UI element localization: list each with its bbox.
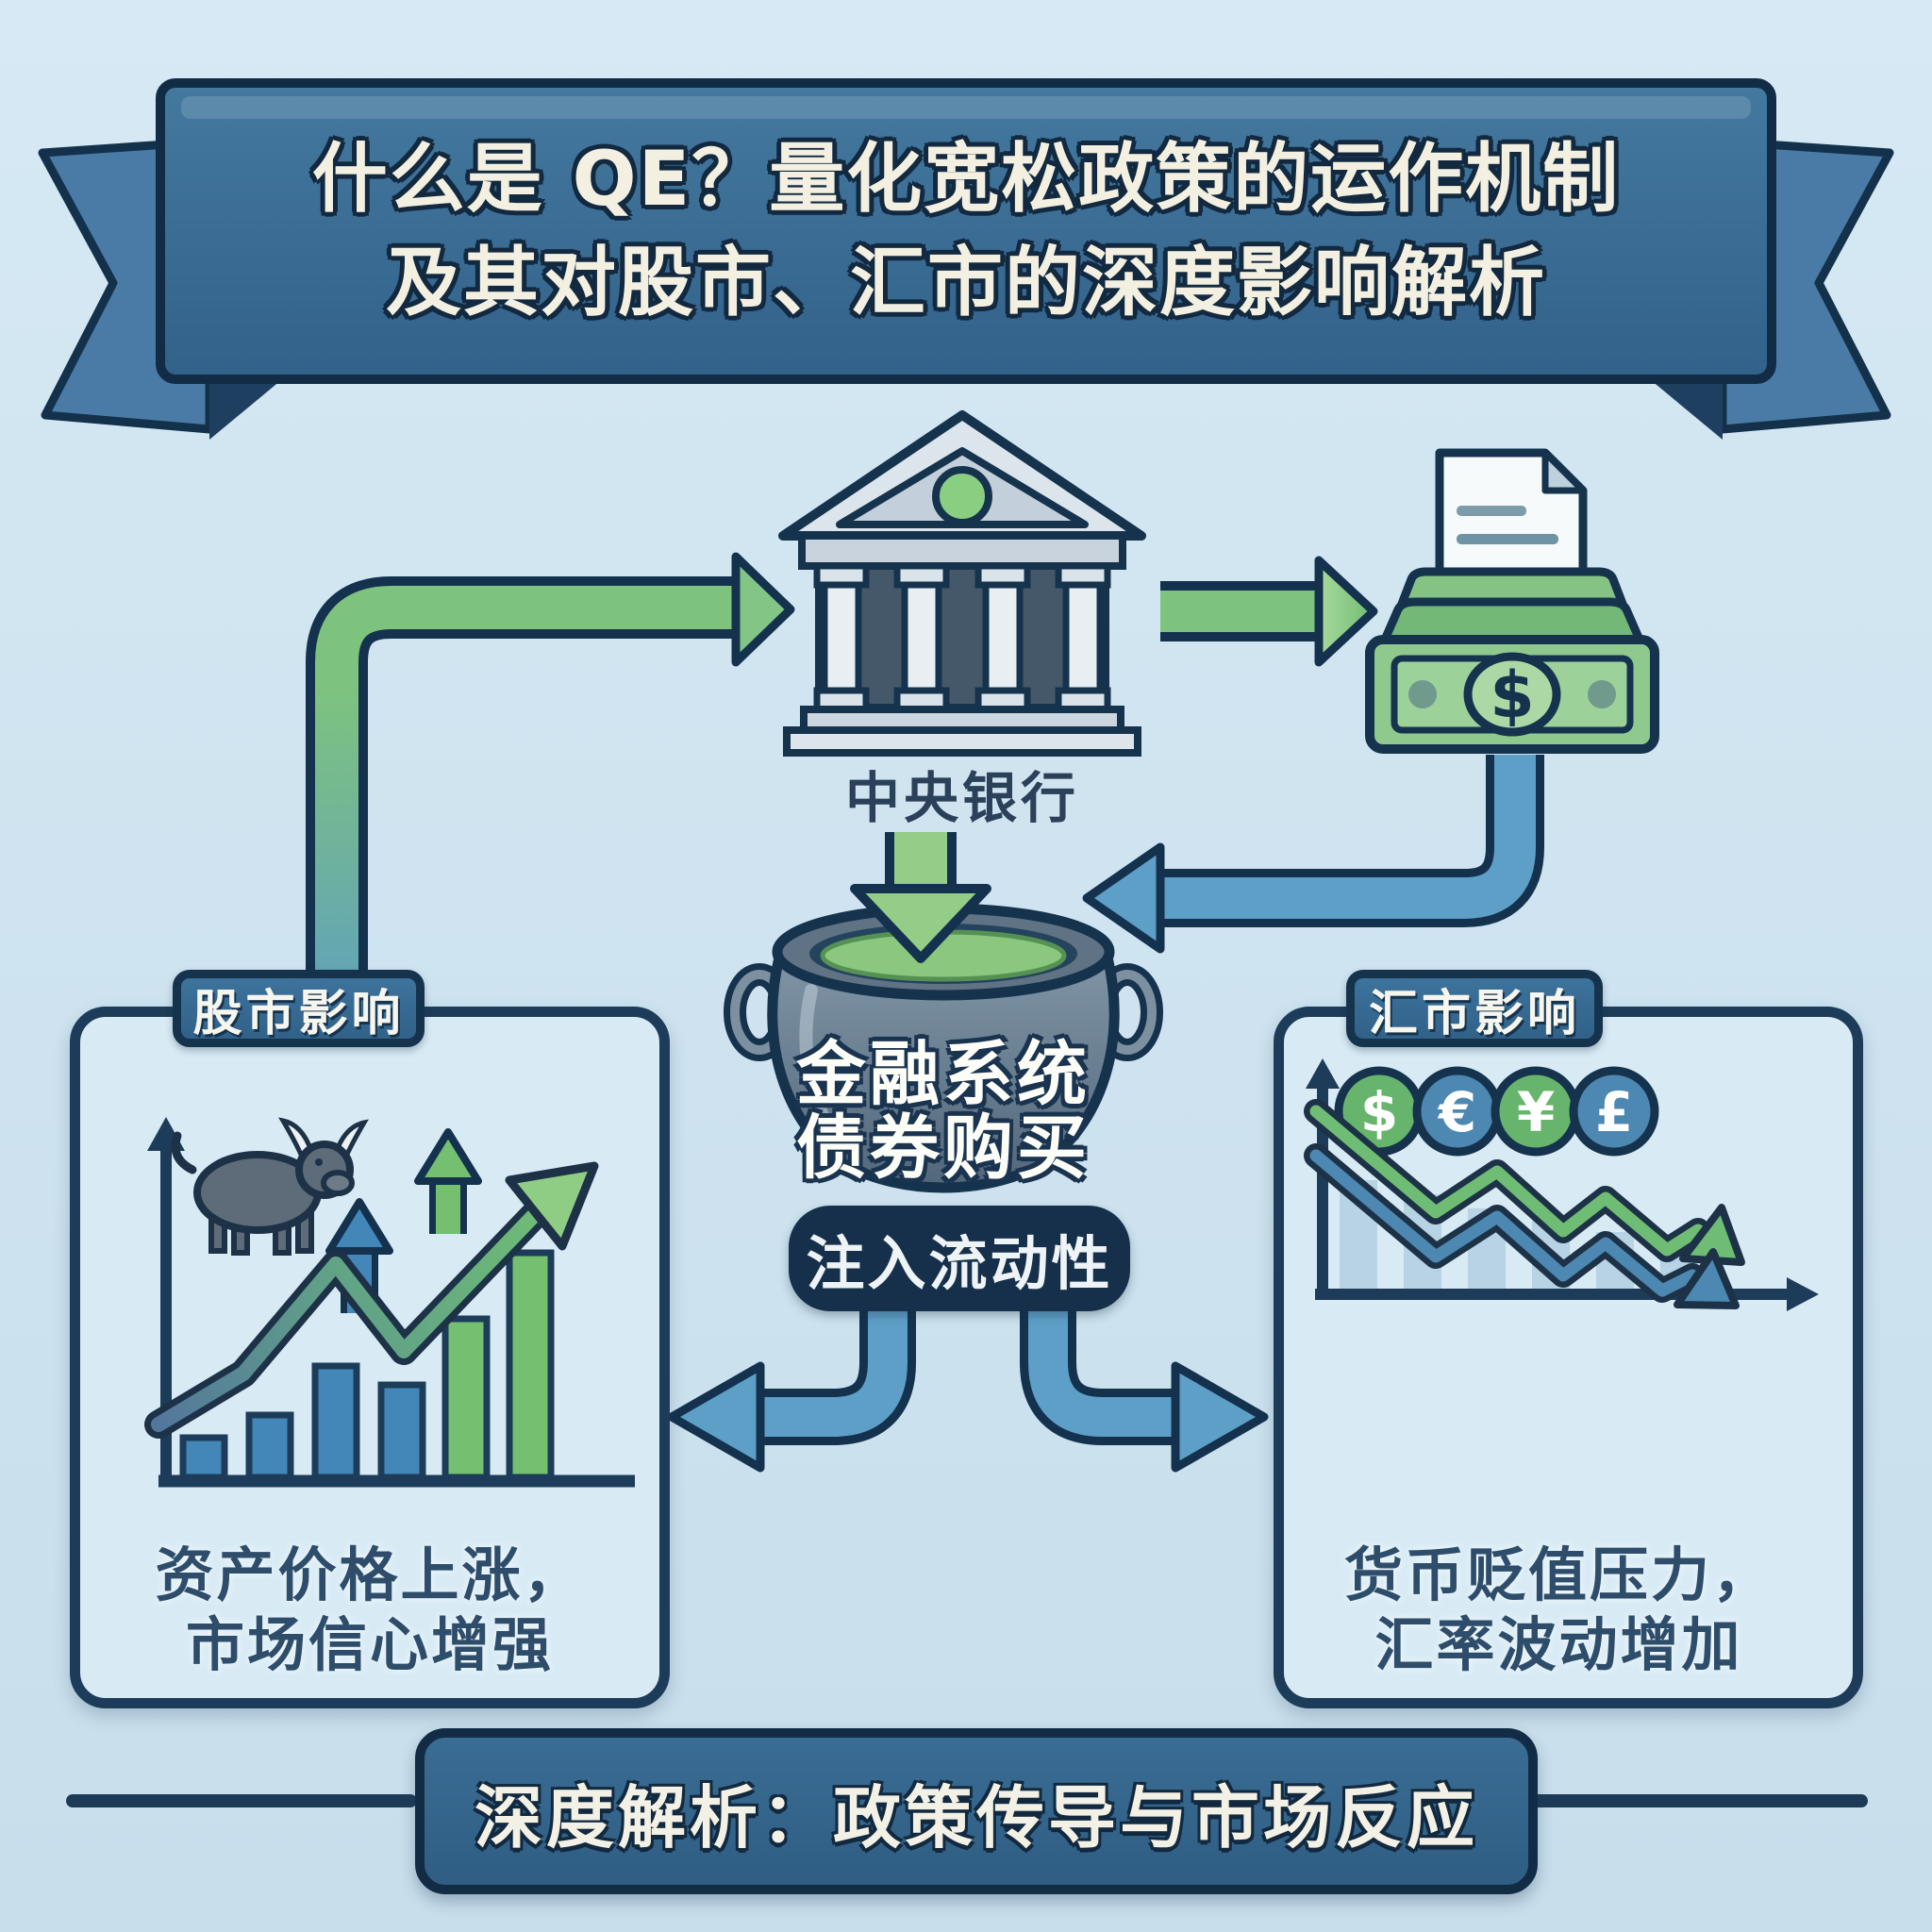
arrow-pot-to-fx <box>1020 1307 1269 1473</box>
svg-text:$: $ <box>1360 1080 1398 1144</box>
up-arrow-green-icon <box>414 1128 482 1234</box>
svg-text:€: € <box>1437 1080 1476 1144</box>
currency-coins: $ € ¥ £ <box>1334 1066 1659 1157</box>
ribbon-right-fold <box>1645 375 1723 440</box>
liquidity-badge: 注入流动性 <box>789 1206 1130 1311</box>
svg-text:£: £ <box>1595 1080 1633 1144</box>
svg-text:¥: ¥ <box>1517 1080 1555 1144</box>
declining-line-green <box>1304 1099 1745 1266</box>
bank-icon <box>778 410 1146 757</box>
euro-coin-icon: € <box>1412 1066 1503 1157</box>
fx-caption-line1: 货币贬值压力， <box>1343 1541 1774 1609</box>
stock-impact-tab: 股市影响 <box>173 970 425 1047</box>
title-ribbon <box>38 78 1894 440</box>
arrow-bank-to-money <box>1160 556 1378 667</box>
dollar-sign-icon: $ <box>1490 658 1534 733</box>
stock-caption-line1: 资产价格上涨， <box>155 1541 585 1609</box>
footer-rule-right <box>1517 1794 1868 1807</box>
stock-impact-panel <box>70 1007 670 1708</box>
footer-rule-left <box>66 1794 417 1807</box>
declining-line-blue <box>1304 1143 1740 1309</box>
arrow-stock-to-bank <box>306 552 795 1064</box>
stock-chart-icon <box>144 1117 635 1488</box>
fx-caption-line2: 汇率波动增加 <box>1374 1610 1743 1679</box>
page-title-line1: 什么是 QE？量化宽松政策的运作机制 <box>311 135 1621 223</box>
stock-caption-line2: 市场信心增强 <box>185 1610 554 1679</box>
yen-coin-icon: ¥ <box>1491 1066 1581 1157</box>
ribbon-body <box>156 78 1776 384</box>
ribbon-highlight <box>181 96 1751 119</box>
cauldron-icon <box>724 903 1163 1193</box>
fx-impact-tab: 汇市影响 <box>1346 970 1603 1047</box>
pot-label-line1: 金融系统 <box>796 1033 1091 1115</box>
footer-banner: 深度解析：政策传导与市场反应 <box>415 1728 1538 1894</box>
bull-icon <box>171 1117 369 1256</box>
money-printer-icon: $ <box>1365 448 1659 754</box>
central-bank-label: 中央银行 <box>844 766 1079 830</box>
pot-label-line2: 债券购买 <box>796 1107 1091 1189</box>
arrow-money-to-pot <box>1082 755 1544 954</box>
page-title: 什么是 QE？量化宽松政策的运作机制 及其对股市、汇市的深度影响解析 <box>160 83 1772 379</box>
page-title-line2: 及其对股市、汇市的深度影响解析 <box>386 239 1546 326</box>
pound-coin-icon: £ <box>1569 1066 1659 1157</box>
fx-chart-icon: $ € ¥ £ <box>1304 1058 1819 1311</box>
arrow-bank-to-pot <box>850 832 991 963</box>
arrow-pot-to-stock <box>667 1307 916 1473</box>
ribbon-left-fold <box>209 375 287 440</box>
